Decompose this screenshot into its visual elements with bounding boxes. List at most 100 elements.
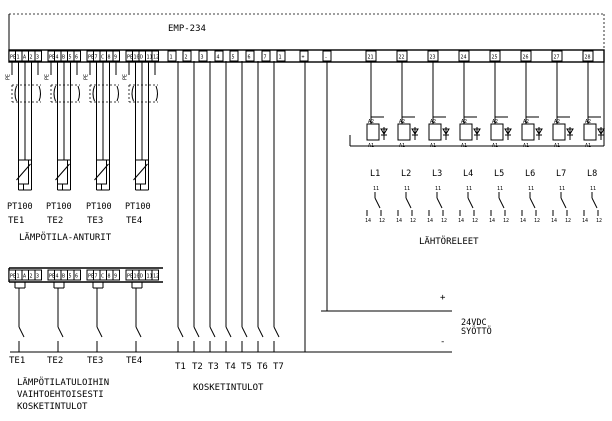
terminal-cell	[299, 50, 309, 62]
pe-label: PE	[6, 74, 12, 80]
relay-label: L4	[463, 169, 473, 179]
alt-tag-4: TE4	[126, 356, 142, 366]
terminal-label: 10	[134, 274, 140, 280]
terminal-label: 7	[95, 274, 98, 280]
terminal-cell	[112, 269, 120, 281]
relay-contact	[560, 197, 567, 209]
terminal-cell	[229, 50, 239, 62]
pe-label: PE	[45, 74, 51, 80]
cable-shield	[131, 85, 134, 102]
contact-tag-4: T4	[225, 362, 236, 372]
alt-switch	[96, 326, 103, 338]
alt-caption-line-2: VAIHTOEHTOISESTI	[17, 390, 104, 400]
relay-common-label: 11	[528, 186, 534, 192]
terminal-label: 10	[134, 55, 140, 61]
alt-caption-line-3: KOSKETINTULOT	[17, 402, 88, 412]
terminal-label: A	[23, 274, 26, 280]
relay-coil	[366, 123, 380, 141]
relay-common-label: 11	[559, 186, 565, 192]
terminal-label: B	[62, 55, 65, 61]
sensors-caption: LÄMPÖTILA-ANTURIT	[19, 232, 112, 243]
relay-contact	[374, 197, 381, 209]
terminal-label: 4	[56, 55, 59, 61]
terminal-label: 1	[279, 55, 282, 61]
terminal-cell	[151, 269, 159, 281]
cable-shield	[14, 85, 17, 102]
alt-switch	[135, 326, 142, 338]
cable-shield	[155, 85, 158, 102]
power-plus: +	[440, 293, 446, 303]
alt-switch	[18, 326, 25, 338]
relay-contact	[436, 197, 443, 209]
terminal-label: 28	[585, 55, 591, 61]
sensor-tag-2: TE2	[47, 216, 63, 226]
terminal-label: 7	[95, 55, 98, 61]
cable-shield	[38, 85, 41, 102]
terminal-label: 5	[69, 274, 72, 280]
relay-common-label: 11	[404, 186, 410, 192]
terminal-label: 6	[75, 55, 78, 61]
terminal-label: 8	[108, 55, 111, 61]
relay-label: L8	[587, 169, 597, 179]
relay-no-label: 14	[458, 218, 464, 224]
terminal-label: PE	[88, 55, 94, 61]
power-bus	[10, 310, 452, 353]
terminal-label: PE	[127, 55, 133, 61]
terminal-label: B	[62, 274, 65, 280]
alt-tag-3: TE3	[87, 356, 103, 366]
terminal-label: PE	[49, 274, 55, 280]
terminal-label: 23	[430, 55, 436, 61]
contact-switch	[225, 326, 232, 338]
contact-inputs	[177, 61, 280, 352]
power-minus: -	[440, 337, 445, 347]
terminal-cell	[245, 50, 255, 62]
cable-shield	[92, 85, 95, 102]
terminal-label: 6	[248, 55, 251, 61]
terminal-label: 7	[264, 55, 267, 61]
terminal-label: 1	[17, 274, 20, 280]
terminal-label: 4	[217, 55, 220, 61]
relay-coil	[397, 123, 411, 141]
relay-no-label: 14	[551, 218, 557, 224]
terminal-label: 9	[114, 55, 117, 61]
terminal-cell	[182, 50, 192, 62]
sensor-type-3: PT100	[86, 202, 112, 212]
relay-nc-label: 12	[472, 218, 478, 224]
contact-tag-3: T3	[208, 362, 219, 372]
relay-no-label: 14	[489, 218, 495, 224]
relay-coil	[459, 123, 473, 141]
terminal-label: PE	[127, 274, 133, 280]
sensor-type-1: PT100	[7, 202, 33, 212]
terminal-label: +	[302, 55, 305, 61]
relay-label: L1	[370, 169, 380, 179]
contact-tag-1: T1	[175, 362, 186, 372]
alt-tag-2: TE2	[47, 356, 63, 366]
pe-label: PE	[123, 74, 129, 80]
relay-nc-label: 12	[565, 218, 571, 224]
relay-label: L7	[556, 169, 566, 179]
terminal-label: 3	[201, 55, 204, 61]
relay-contact	[467, 197, 474, 209]
terminal-label: PE	[49, 55, 55, 61]
terminal-label: 2	[185, 55, 188, 61]
contact-tag-5: T5	[241, 362, 252, 372]
relays-caption: LÄHTÖRELEET	[419, 236, 479, 247]
controller-title: EMP-234	[168, 24, 206, 34]
relay-coil	[552, 123, 566, 141]
terminal-label: PE	[10, 274, 16, 280]
relay-nc-label: 12	[410, 218, 416, 224]
terminal-label: 4	[56, 274, 59, 280]
terminal-label: 11	[147, 274, 153, 280]
relay-coil	[428, 123, 442, 141]
contact-tag-6: T6	[257, 362, 268, 372]
terminal-label: 9	[114, 274, 117, 280]
relay-no-label: 14	[365, 218, 371, 224]
terminal-label: 3	[36, 55, 39, 61]
terminal-label: 21	[368, 55, 374, 61]
terminal-label: 2	[30, 274, 33, 280]
power-label: SYÖTTÖ	[461, 326, 492, 337]
